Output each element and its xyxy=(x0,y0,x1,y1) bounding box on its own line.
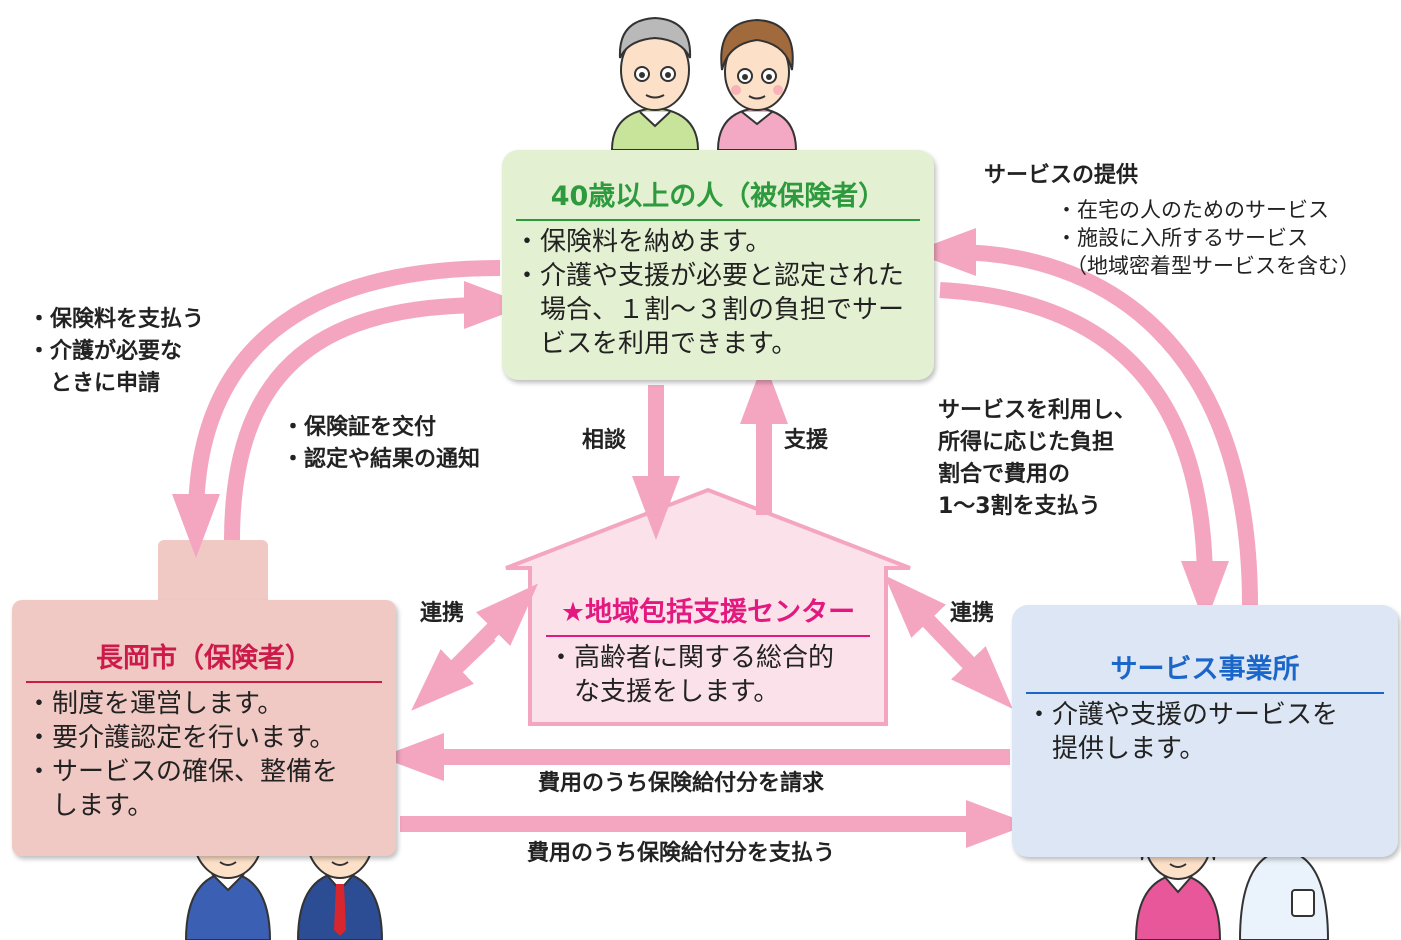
city-line: ・制度を運営します。 xyxy=(26,689,284,719)
elderly-man-icon xyxy=(610,16,700,151)
label-bill: 費用のうち保険給付分を請求 xyxy=(538,771,825,796)
label-use-service-line: 所得に応じた負担 xyxy=(938,430,1115,455)
provider-box: サービス事業所 ・介護や支援のサービスを 提供します。 xyxy=(1012,605,1398,857)
label-use-service-line: 割合で費用の xyxy=(938,462,1071,487)
label-service-provide-title: サービスの提供 xyxy=(984,163,1139,188)
center-box: ★地域包括支援センター ・高齢者に関する総合的 な支援をします。 xyxy=(540,590,876,709)
insured-line: ・介護や支援が必要と認定された xyxy=(514,261,905,291)
city-building-tab xyxy=(158,540,268,608)
elderly-woman-icon xyxy=(716,18,798,151)
city-title: 長岡市（保険者） xyxy=(96,643,312,674)
label-cooperate-left: 連携 xyxy=(420,601,465,626)
insured-line: ビスを利用できます。 xyxy=(514,329,798,359)
label-consult: 相談 xyxy=(582,428,627,453)
label-service-provide-item: （地域密着型サービスを含む） xyxy=(1066,254,1360,278)
label-use-service: サービスを利用し、 所得に応じた負担 割合で費用の 1〜3割を支払う xyxy=(938,395,1136,523)
label-service-provide-item: ・在宅の人のためのサービス xyxy=(1056,198,1329,222)
label-pay-premium-line: ・介護が必要な xyxy=(28,339,183,364)
provider-title: サービス事業所 xyxy=(1110,654,1300,685)
insured-line: ・保険料を納めます。 xyxy=(514,227,772,257)
arrows-group xyxy=(172,228,1258,848)
city-box: 長岡市（保険者） ・制度を運営します。 ・要介護認定を行います。 ・サービスの確… xyxy=(12,600,396,856)
arrow-service-provide xyxy=(912,228,1258,606)
insured-line: 場合、１割〜３割の負担でサー xyxy=(514,295,905,325)
arrow-card-to-insured xyxy=(224,281,528,541)
insured-title-rule xyxy=(516,219,920,221)
label-pay-benefit: 費用のうち保険給付分を支払う xyxy=(527,841,836,866)
label-pay-premium: ・保険料を支払う ・介護が必要な ときに申請 xyxy=(28,304,204,400)
provider-line: 提供します。 xyxy=(1026,734,1206,764)
center-title-rule xyxy=(546,635,870,637)
provider-title-rule xyxy=(1026,692,1384,694)
label-support: 支援 xyxy=(784,428,829,453)
label-service-provide-item: ・施設に入所するサービス xyxy=(1056,226,1308,250)
label-use-service-line: サービスを利用し、 xyxy=(938,398,1137,423)
provider-lines: ・介護や支援のサービスを 提供します。 xyxy=(1012,698,1398,766)
arrow-cooperate-right-b xyxy=(884,575,991,686)
label-service-provide-items: ・在宅の人のためのサービス ・施設に入所するサービス （地域密着型サービスを含む… xyxy=(1056,196,1360,280)
label-cooperate-right: 連携 xyxy=(950,601,995,626)
center-lines: ・高齢者に関する総合的 な支援をします。 xyxy=(540,641,876,709)
city-line: ・サービスの確保、整備を xyxy=(26,757,339,787)
label-pay-premium-line: ときに申請 xyxy=(28,371,161,396)
label-issue-card-line: ・認定や結果の通知 xyxy=(282,447,481,472)
center-line: な支援をします。 xyxy=(548,677,780,707)
city-line: ・要介護認定を行います。 xyxy=(26,723,336,753)
label-use-service-line: 1〜3割を支払う xyxy=(938,494,1101,519)
arrow-premium-to-city xyxy=(172,260,501,558)
city-line: します。 xyxy=(26,791,154,821)
center-line: ・高齢者に関する総合的 xyxy=(548,643,835,673)
city-title-rule xyxy=(26,681,382,683)
arrow-cooperate-left-b xyxy=(434,583,539,689)
city-lines: ・制度を運営します。 ・要介護認定を行います。 ・サービスの確保、整備を します… xyxy=(12,687,396,823)
label-issue-card-line: ・保険証を交付 xyxy=(282,415,437,440)
center-title: ★地域包括支援センター xyxy=(560,597,856,628)
arrow-pay-provider xyxy=(939,282,1229,625)
label-pay-premium-line: ・保険料を支払う xyxy=(28,307,205,332)
insured-lines: ・保険料を納めます。 ・介護や支援が必要と認定された 場合、１割〜３割の負担でサ… xyxy=(502,225,934,361)
provider-line: ・介護や支援のサービスを xyxy=(1026,700,1339,730)
label-issue-card: ・保険証を交付 ・認定や結果の通知 xyxy=(282,412,480,476)
insured-box: 40歳以上の人（被保険者） ・保険料を納めます。 ・介護や支援が必要と認定された… xyxy=(502,150,934,380)
insured-title: 40歳以上の人（被保険者） xyxy=(550,181,886,212)
